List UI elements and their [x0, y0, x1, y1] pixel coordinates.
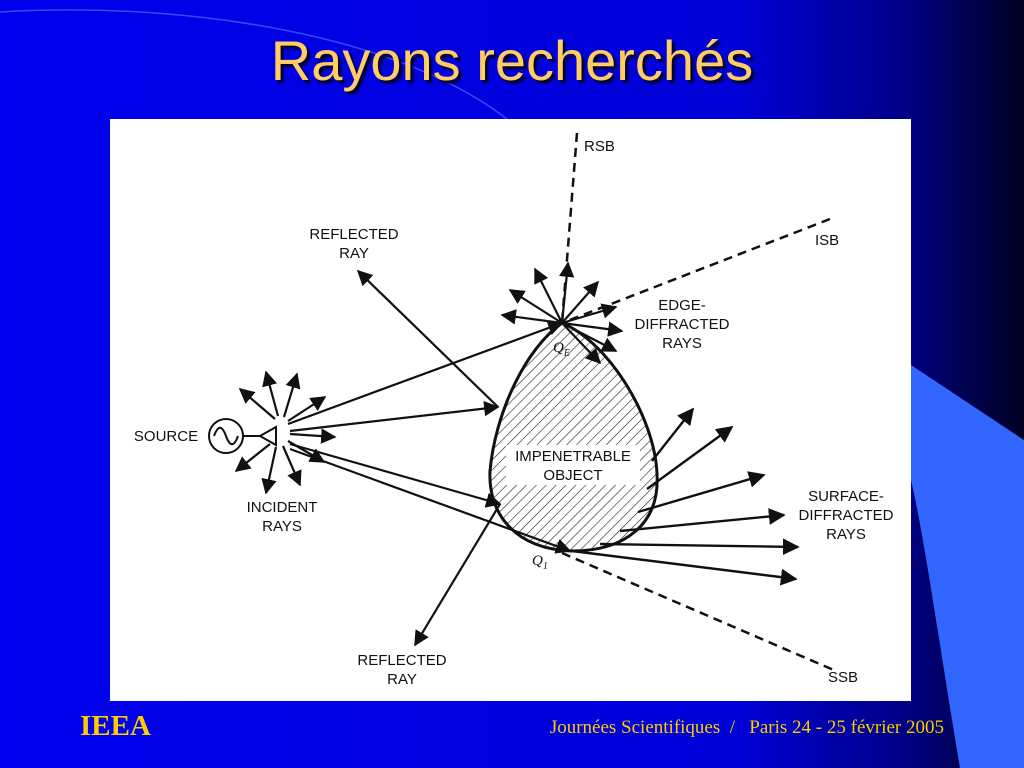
ssb-label: SSB [828, 669, 858, 686]
ray-diagram-svg: IMPENETRABLE OBJECT [134, 132, 894, 688]
decorative-blue-shape [911, 365, 1024, 768]
diagram-labels: RSB ISB SSB REFLECTED RAY EDGE- DIFFRACT… [134, 138, 894, 688]
object-label-box: IMPENETRABLE OBJECT [506, 445, 640, 485]
edge-diffracted-label-line1: EDGE- [658, 297, 706, 314]
incident-ray-to-edge [287, 320, 564, 426]
edge-diffracted-rays [500, 261, 624, 365]
rsb-label: RSB [584, 138, 615, 155]
isb-boundary-line [561, 217, 831, 325]
reflected-ray-top-label-line2: RAY [339, 245, 369, 262]
source-label: SOURCE [134, 428, 198, 445]
reflected-ray-bottom-label-line1: REFLECTED [357, 652, 446, 669]
incident-rays [287, 320, 572, 554]
incident-ray-grazing [289, 447, 572, 554]
q-labels: QE Q1 [532, 340, 570, 572]
surface-diffracted-rays [571, 407, 800, 586]
edge-diffracted-label-line3: RAYS [662, 335, 702, 352]
ray-diagram: IMPENETRABLE OBJECT [110, 119, 911, 701]
reflected-ray-bottom [414, 503, 501, 647]
reflected-ray-top [356, 269, 499, 408]
incident-ray-lower [289, 442, 502, 508]
isb-label: ISB [815, 232, 839, 249]
slide-title: Rayons recherchés [270, 29, 754, 92]
footer-org: IEEA [80, 710, 151, 742]
reflected-rays [356, 269, 501, 647]
incident-rays-label-line1: INCIDENT [247, 499, 318, 516]
object-label-line1: IMPENETRABLE [515, 448, 631, 465]
object-label-line2: OBJECT [543, 467, 602, 484]
footer-event: Journées Scientifiques / Paris 24 - 25 f… [549, 717, 944, 738]
surface-diffracted-label-line3: RAYS [826, 526, 866, 543]
qe-label: QE [553, 340, 570, 359]
surface-diffracted-label-line2: DIFFRACTED [799, 507, 894, 524]
reflected-ray-top-label-line1: REFLECTED [309, 226, 398, 243]
source-symbol [208, 418, 277, 454]
ssb-boundary-line [561, 551, 837, 673]
decorative-swoosh [0, 9, 521, 131]
edge-diffracted-label-line2: DIFFRACTED [635, 316, 730, 333]
impenetrable-object [488, 321, 659, 553]
source-stub-rays [234, 370, 337, 495]
incident-ray-to-object [289, 400, 500, 433]
surface-diffracted-label-line1: SURFACE- [808, 488, 884, 505]
incident-rays-label-line2: RAYS [262, 518, 302, 535]
q1-label: Q1 [532, 553, 548, 572]
reflected-ray-bottom-label-line2: RAY [387, 671, 417, 688]
